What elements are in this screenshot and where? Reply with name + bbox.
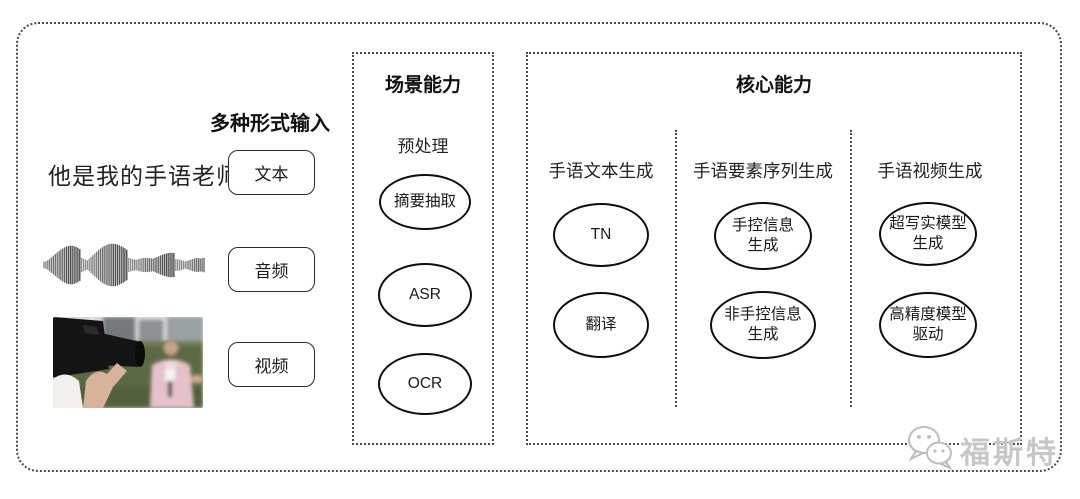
watermark: 福斯特 bbox=[906, 424, 1059, 475]
scene-box-title: 场景能力 bbox=[384, 75, 461, 96]
input-type-text-label: 文本 bbox=[254, 165, 289, 184]
node-label: 摘要抽取 bbox=[393, 192, 456, 210]
node-label-line2: 驱动 bbox=[912, 326, 944, 343]
scene-box-subtitle: 预处理 bbox=[397, 137, 449, 156]
core-column-heading-video-generation: 手语视频生成 bbox=[877, 161, 983, 181]
input-type-audio: 音频 bbox=[228, 247, 315, 292]
node-label: 非手控信息 bbox=[724, 305, 802, 323]
input-type-video-label: 视频 bbox=[254, 357, 289, 376]
column-divider-1 bbox=[675, 130, 677, 407]
node-manual-info-generation: 手控信息 生成 bbox=[714, 202, 812, 270]
outer-frame bbox=[16, 22, 1062, 472]
node-label: ASR bbox=[409, 285, 441, 303]
node-summary-extraction: 摘要抽取 bbox=[379, 174, 471, 230]
column-divider-2 bbox=[850, 130, 852, 407]
scene-capability-box: 场景能力 预处理 摘要抽取 ASR OCR bbox=[352, 52, 494, 445]
node-label: 高精度模型 bbox=[889, 305, 967, 323]
input-type-text: 文本 bbox=[228, 150, 315, 195]
node-label: 翻译 bbox=[585, 315, 617, 333]
node-high-precision-model-driving: 高精度模型 驱动 bbox=[879, 292, 977, 358]
node-label: 手控信息 bbox=[731, 216, 794, 234]
video-thumbnail-image bbox=[53, 317, 203, 408]
audio-waveform-image bbox=[42, 229, 206, 301]
node-label: OCR bbox=[407, 374, 443, 392]
sample-sentence: 他是我的手语老师 bbox=[48, 163, 240, 189]
watermark-text: 福斯特 bbox=[960, 436, 1059, 470]
node-label-line2: 生成 bbox=[747, 237, 779, 254]
core-column-heading-element-sequence: 手语要素序列生成 bbox=[693, 161, 833, 181]
node-asr: ASR bbox=[378, 263, 472, 327]
input-type-audio-label: 音频 bbox=[254, 262, 289, 281]
node-tn: TN bbox=[553, 203, 649, 267]
core-capability-box: 核心能力 手语文本生成 TN 翻译 手语要素序列生成 手控信息 生成 非手控信息… bbox=[526, 52, 1022, 445]
node-translation: 翻译 bbox=[553, 292, 649, 358]
node-label-line2: 生成 bbox=[912, 235, 944, 252]
node-non-manual-info-generation: 非手控信息 生成 bbox=[710, 291, 816, 359]
node-hyperrealistic-model-generation: 超写实模型 生成 bbox=[879, 202, 977, 266]
core-column-heading-text-generation: 手语文本生成 bbox=[548, 161, 654, 181]
node-ocr: OCR bbox=[378, 353, 472, 415]
core-box-title: 核心能力 bbox=[735, 75, 812, 96]
node-label: 超写实模型 bbox=[889, 214, 967, 232]
node-label: TN bbox=[590, 225, 612, 243]
input-section-heading: 多种形式输入 bbox=[210, 113, 330, 135]
input-type-video: 视频 bbox=[228, 342, 315, 387]
node-label-line2: 生成 bbox=[747, 326, 779, 343]
wechat-icon bbox=[906, 424, 954, 475]
